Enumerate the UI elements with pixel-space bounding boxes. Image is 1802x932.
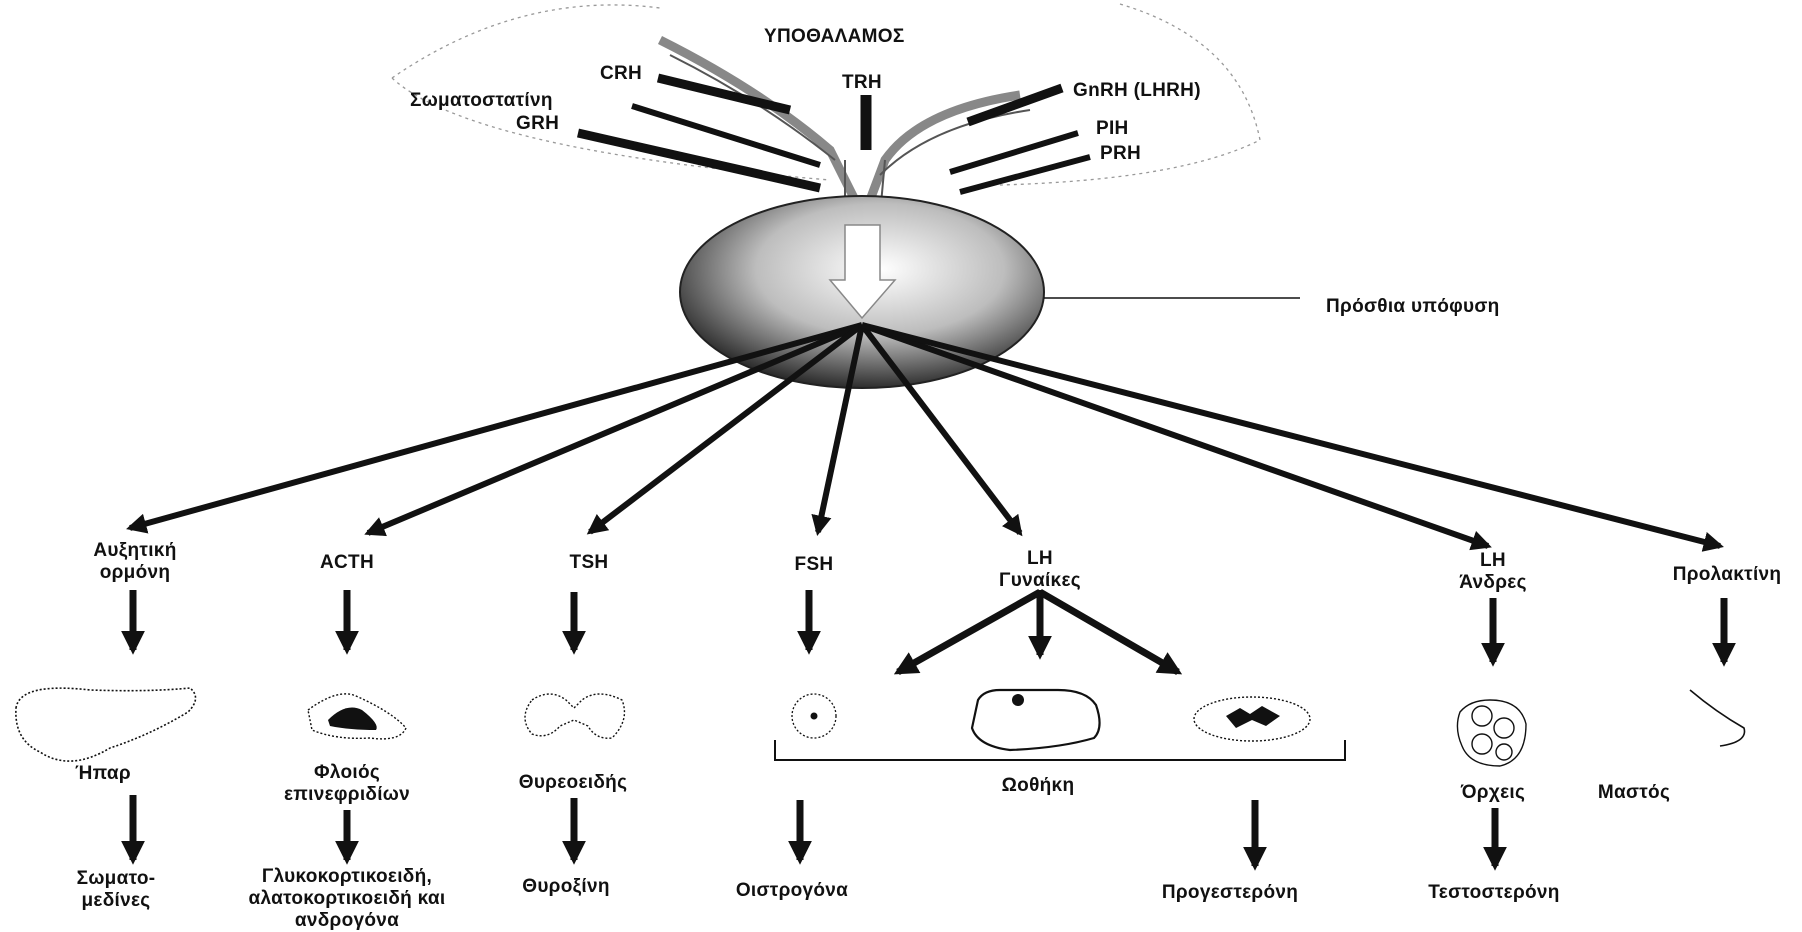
label-trh: TRH	[842, 72, 882, 94]
organ-ovary: Ωοθήκη	[1002, 775, 1075, 797]
label-somatostatin: Σωματοστατίνη	[410, 90, 553, 112]
thyroid-icon	[525, 694, 624, 738]
label-gnrh: GnRH (LHRH)	[1073, 80, 1201, 102]
organ-testis: Όρχεις	[1461, 782, 1525, 804]
label-prh: PRH	[1100, 143, 1141, 165]
organ-adrenal-cortex: Φλοιός επινεφριδίων	[272, 762, 422, 806]
hormone-fsh: FSH	[795, 554, 834, 576]
follicle-icon	[792, 694, 836, 738]
ovary-follicle-icon	[1194, 697, 1310, 741]
organ-thyroid: Θυρεοειδής	[519, 772, 628, 794]
hormone-acth: ACTH	[320, 552, 374, 574]
label-grh: GRH	[516, 113, 559, 135]
corpus-luteum-icon	[972, 690, 1100, 750]
product-thyroxine: Θυροξίνη	[522, 876, 610, 898]
hypothalamus-title: ΥΠΟΘΑΛΑΜΟΣ	[764, 26, 905, 48]
product-corticoids: Γλυκοκορτικοειδή, αλατοκορτικοειδή και α…	[227, 866, 467, 932]
label-pih: PIH	[1096, 118, 1129, 140]
pituitary-label: Πρόσθια υπόφυση	[1326, 296, 1500, 318]
label-crh: CRH	[600, 63, 642, 85]
organ-breast: Μαστός	[1598, 782, 1670, 804]
hormone-lh-men: LH Άνδρες	[1458, 550, 1528, 594]
organ-liver: Ήπαρ	[75, 763, 131, 785]
product-testosterone: Τεστοστερόνη	[1428, 882, 1559, 904]
ovary-bracket	[775, 740, 1345, 760]
liver-icon	[16, 688, 196, 761]
target-arrows	[133, 590, 1724, 672]
breast-icon	[1690, 690, 1745, 746]
product-somatomedins: Σωματο-μεδίνες	[76, 868, 156, 912]
hormone-prolactin: Προλακτίνη	[1673, 564, 1782, 586]
product-progesterone: Προγεστερόνη	[1162, 882, 1298, 904]
product-estrogens: Οιστρογόνα	[736, 880, 848, 902]
testis-icon	[1457, 700, 1526, 766]
hormone-lh-women: LH Γυναίκες	[995, 548, 1085, 592]
hormone-growth: Αυξητική ορμόνη	[75, 540, 195, 584]
hormone-tsh: TSH	[570, 552, 609, 574]
adrenal-icon	[308, 694, 406, 739]
